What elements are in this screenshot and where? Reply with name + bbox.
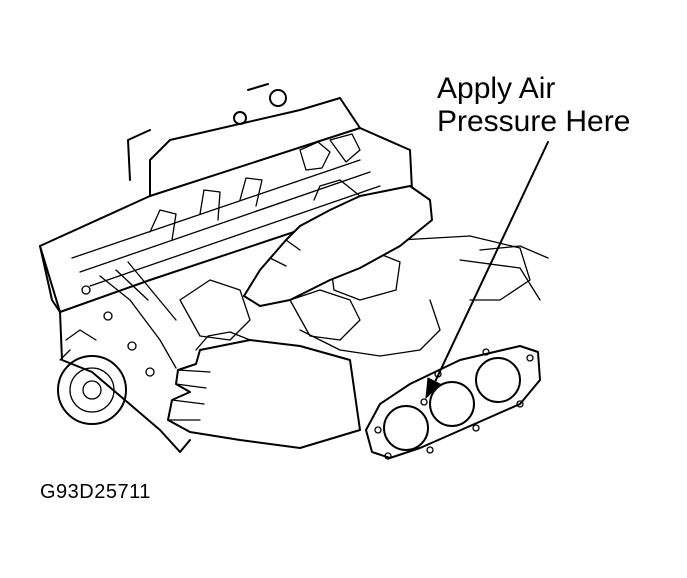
callout-label: Apply Air Pressure Here bbox=[437, 72, 630, 138]
callout-line-2: Pressure Here bbox=[437, 105, 631, 138]
engine-block-icon bbox=[39, 83, 549, 453]
callout-line-1: Apply Air bbox=[437, 72, 556, 105]
hands-icon bbox=[167, 179, 433, 449]
figure-id: G93D25711 bbox=[40, 481, 151, 503]
gasket-icon bbox=[365, 345, 541, 460]
leader-arrow-icon bbox=[425, 141, 549, 400]
